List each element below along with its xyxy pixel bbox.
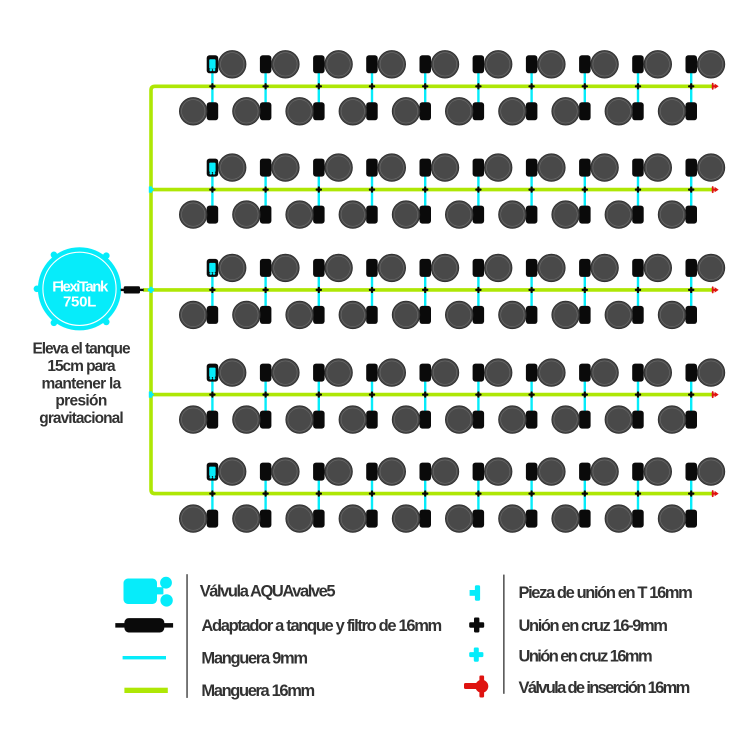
svg-text:Unión en cruz 16-9mm: Unión en cruz 16-9mm (519, 617, 668, 635)
svg-text:mantener la: mantener la (41, 375, 121, 392)
svg-text:Válvula de inserción 16mm: Válvula de inserción 16mm (519, 679, 690, 697)
svg-text:gravitacional: gravitacional (39, 410, 123, 427)
svg-text:Adaptador a tanque y filtro de: Adaptador a tanque y filtro de 16mm (201, 617, 441, 635)
svg-text:FlexiTank: FlexiTank (52, 278, 109, 295)
svg-text:Manguera 16mm: Manguera 16mm (201, 682, 314, 700)
svg-text:Válvula AQUAvalve5: Válvula AQUAvalve5 (200, 582, 336, 600)
svg-text:Eleva el tanque: Eleva el tanque (32, 341, 131, 358)
svg-text:presión: presión (55, 393, 107, 410)
svg-text:Pieza de unión en T 16mm: Pieza de unión en T 16mm (519, 584, 693, 602)
svg-text:15cm para: 15cm para (47, 358, 116, 375)
svg-text:Unión en cruz 16mm: Unión en cruz 16mm (519, 648, 652, 666)
svg-text:Manguera 9mm: Manguera 9mm (201, 650, 307, 668)
svg-text:750L: 750L (63, 293, 96, 310)
